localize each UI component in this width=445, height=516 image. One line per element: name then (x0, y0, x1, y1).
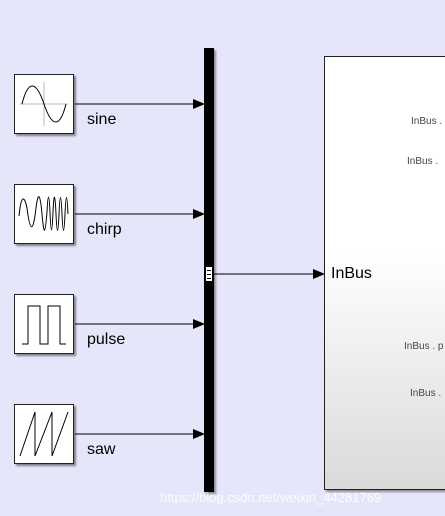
bus-creator-block[interactable] (204, 48, 214, 492)
chirp-signal-block[interactable] (14, 184, 74, 244)
sawtooth-wave-icon (19, 411, 69, 457)
chirp-wave-icon (18, 196, 69, 231)
subsystem-block[interactable]: InBus InBus . InBus . InBus . p InBus . (324, 56, 445, 490)
sawtooth-block[interactable] (14, 404, 74, 464)
pulse-wave-icon (22, 305, 66, 345)
sine-label: sine (87, 111, 117, 128)
sine-wave-block[interactable] (14, 74, 74, 134)
subsystem-output-port: InBus . p (404, 341, 444, 352)
subsystem-output-port: InBus . (407, 156, 439, 167)
subsystem-output-port: InBus . (411, 116, 443, 127)
chirp-label: chirp (87, 221, 122, 238)
watermark: https://blog.csdn.net/weixin_44281769 (160, 490, 382, 505)
subsystem-input-port: InBus (331, 265, 372, 282)
saw-label: saw (87, 441, 116, 458)
pulse-label: pulse (87, 331, 126, 348)
bus-creator-icon (205, 266, 213, 282)
subsystem-output-port: InBus . (410, 388, 442, 399)
pulse-generator-block[interactable] (14, 294, 74, 354)
sine-wave-icon (20, 82, 68, 126)
